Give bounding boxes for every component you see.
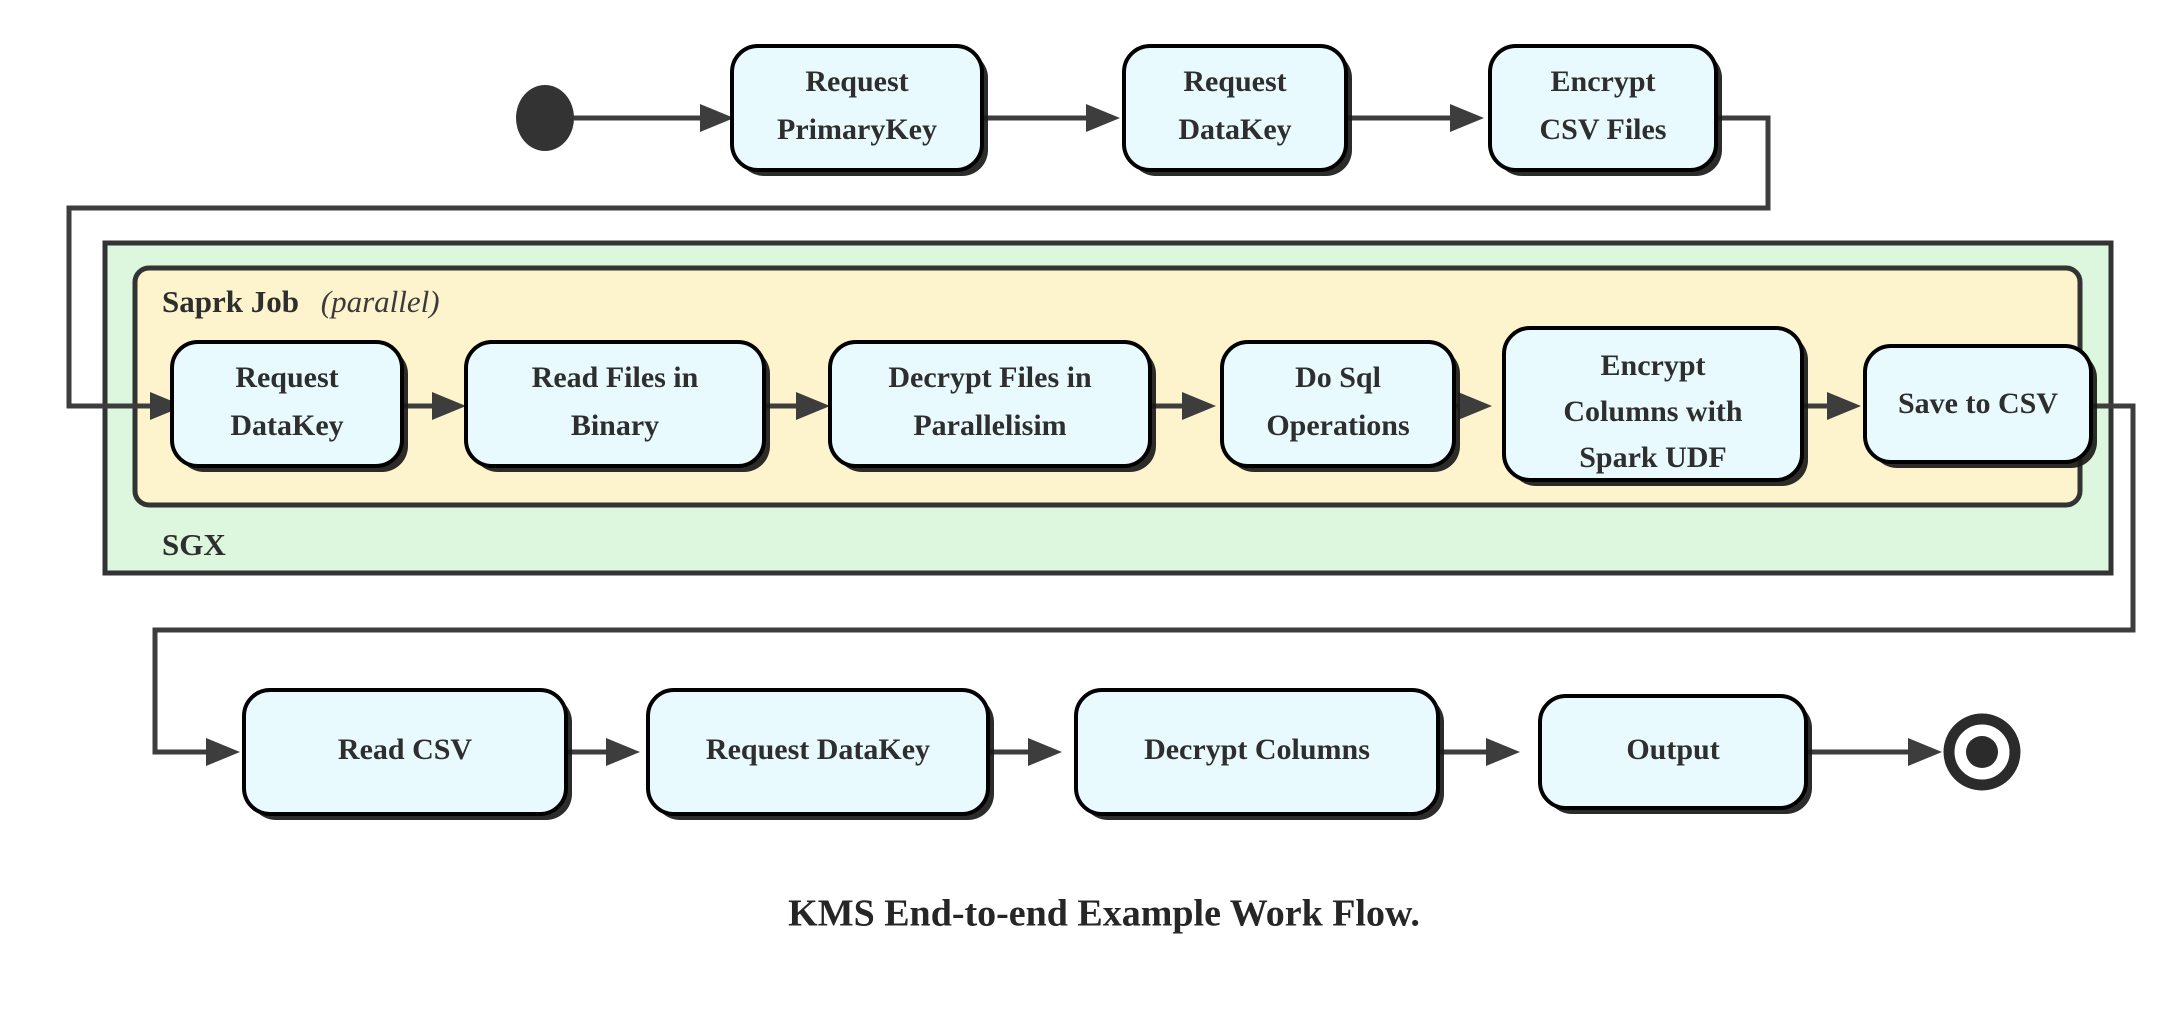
arrowhead-encrypt-columns-with-spark-udf-to-save-to-csv (1827, 392, 1861, 420)
edges-layer (66, 104, 2136, 766)
node-decrypt-files-in-parallelisim-box[interactable] (828, 340, 1152, 468)
arrowhead-request-primarykey-to-request-datakey (1086, 104, 1120, 132)
node-encrypt-columns-with-spark-udf-line1: Encrypt (1601, 349, 1706, 382)
node-do-sql-operations-line2: Operations (1266, 409, 1409, 442)
edge-save-to-csv-to-read-csv (152, 403, 2136, 755)
spark-job-qualifier-word: parallel (329, 284, 429, 319)
node-save-to-csv-line1: Save to CSV (1898, 387, 2058, 420)
node-spark-request-datakey[interactable]: Request DataKey (170, 340, 408, 472)
arrowhead-do-sql-operations-to-encrypt-columns-with-spark-udf (1458, 392, 1492, 420)
arrowhead-request-datakey-to-encrypt-csv-files (1450, 104, 1484, 132)
spark-job-container-label: Saprk Job (parallel) (162, 284, 440, 319)
arrowhead-decrypt-columns-to-output (1486, 738, 1520, 766)
end-state-inner-dot-icon[interactable] (1966, 736, 1998, 768)
node-output-box[interactable] (1538, 694, 1808, 810)
node-request-datakey-top-line2: DataKey (1178, 113, 1291, 146)
node-save-to-csv[interactable]: Save to CSV (1863, 344, 2097, 468)
node-request-datakey-bottom[interactable]: Request DataKey (646, 688, 994, 820)
node-request-datakey-top[interactable]: Request DataKey (1122, 44, 1352, 176)
edge-encrypt-csv-files-to-spark-request-datakey (66, 115, 1771, 409)
node-request-primarykey-line2: PrimaryKey (777, 113, 937, 146)
arrowhead-encrypt-csv-files-to-spark-request-datakey (150, 392, 184, 420)
arrowhead-decrypt-files-in-parallelisim-to-do-sql-operations (1182, 392, 1216, 420)
node-read-csv-box[interactable] (242, 688, 568, 816)
node-spark-request-datakey-line1: Request (235, 361, 338, 394)
node-save-to-csv-box[interactable] (1863, 344, 2093, 464)
node-decrypt-files-in-parallelisim-line1: Decrypt Files in (888, 361, 1092, 394)
end-state-node[interactable] (1943, 713, 2021, 791)
node-decrypt-files-in-parallelisim[interactable]: Decrypt Files in Parallelisim (828, 340, 1156, 472)
node-encrypt-csv-files-box[interactable] (1488, 44, 1718, 172)
arrowhead-output-to-end (1908, 738, 1942, 766)
node-request-datakey-top-box[interactable] (1122, 44, 1348, 172)
node-do-sql-operations-line1: Do Sql (1295, 361, 1381, 394)
node-spark-request-datakey-line2: DataKey (230, 409, 343, 442)
node-encrypt-csv-files[interactable]: Encrypt CSV Files (1488, 44, 1722, 176)
node-read-csv[interactable]: Read CSV (242, 688, 572, 820)
node-request-primarykey-line1: Request (805, 65, 908, 98)
node-output[interactable]: Output (1538, 694, 1812, 814)
node-request-datakey-top-line1: Request (1183, 65, 1286, 98)
start-state-node[interactable] (516, 85, 574, 151)
node-read-files-in-binary-box[interactable] (464, 340, 766, 468)
figure-caption: KMS End-to-end Example Work Flow. (788, 893, 1420, 935)
node-request-datakey-bottom-box[interactable] (646, 688, 990, 816)
node-read-csv-line1: Read CSV (338, 733, 473, 766)
end-state-outer-ring-icon[interactable] (1943, 713, 2021, 791)
sgx-container-label: SGX (162, 527, 226, 562)
node-do-sql-operations-box[interactable] (1220, 340, 1456, 468)
node-decrypt-columns-line1: Decrypt Columns (1144, 733, 1370, 766)
node-decrypt-columns[interactable]: Decrypt Columns (1074, 688, 1444, 820)
node-encrypt-columns-with-spark-udf-line3: Spark UDF (1579, 441, 1727, 474)
arrowhead-start-to-request-primarykey (700, 104, 734, 132)
node-request-datakey-bottom-line1: Request DataKey (706, 733, 930, 766)
node-read-files-in-binary[interactable]: Read Files in Binary (464, 340, 770, 472)
start-state-icon[interactable] (516, 85, 574, 151)
node-encrypt-columns-with-spark-udf[interactable]: Encrypt Columns with Spark UDF (1502, 326, 1808, 486)
arrowhead-request-datakey-bottom-to-decrypt-columns (1028, 738, 1062, 766)
node-read-files-in-binary-line2: Binary (571, 409, 659, 442)
node-request-primarykey-box[interactable] (730, 44, 984, 172)
node-encrypt-csv-files-line2: CSV Files (1540, 113, 1667, 146)
node-do-sql-operations[interactable]: Do Sql Operations (1220, 340, 1460, 472)
spark-job-qualifier-close: ) (427, 284, 439, 319)
arrowhead-spark-request-datakey-to-read-files-in-binary (432, 392, 466, 420)
node-spark-request-datakey-box[interactable] (170, 340, 404, 468)
node-encrypt-csv-files-line1: Encrypt (1551, 65, 1656, 98)
spark-job-label-text: Saprk Job (162, 284, 299, 319)
node-encrypt-columns-with-spark-udf-box[interactable] (1502, 326, 1804, 482)
node-decrypt-files-in-parallelisim-line2: Parallelisim (913, 409, 1066, 442)
node-encrypt-columns-with-spark-udf-line2: Columns with (1563, 395, 1743, 428)
node-read-files-in-binary-line1: Read Files in (532, 361, 699, 394)
spark-job-qualifier-open: ( (321, 284, 333, 319)
node-output-line1: Output (1626, 733, 1719, 766)
arrowhead-read-csv-to-request-datakey-bottom (606, 738, 640, 766)
node-request-primarykey[interactable]: Request PrimaryKey (730, 44, 988, 176)
arrowhead-save-to-csv-to-read-csv (206, 738, 240, 766)
node-decrypt-columns-box[interactable] (1074, 688, 1440, 816)
arrowhead-read-files-in-binary-to-decrypt-files-in-parallelisim (796, 392, 830, 420)
